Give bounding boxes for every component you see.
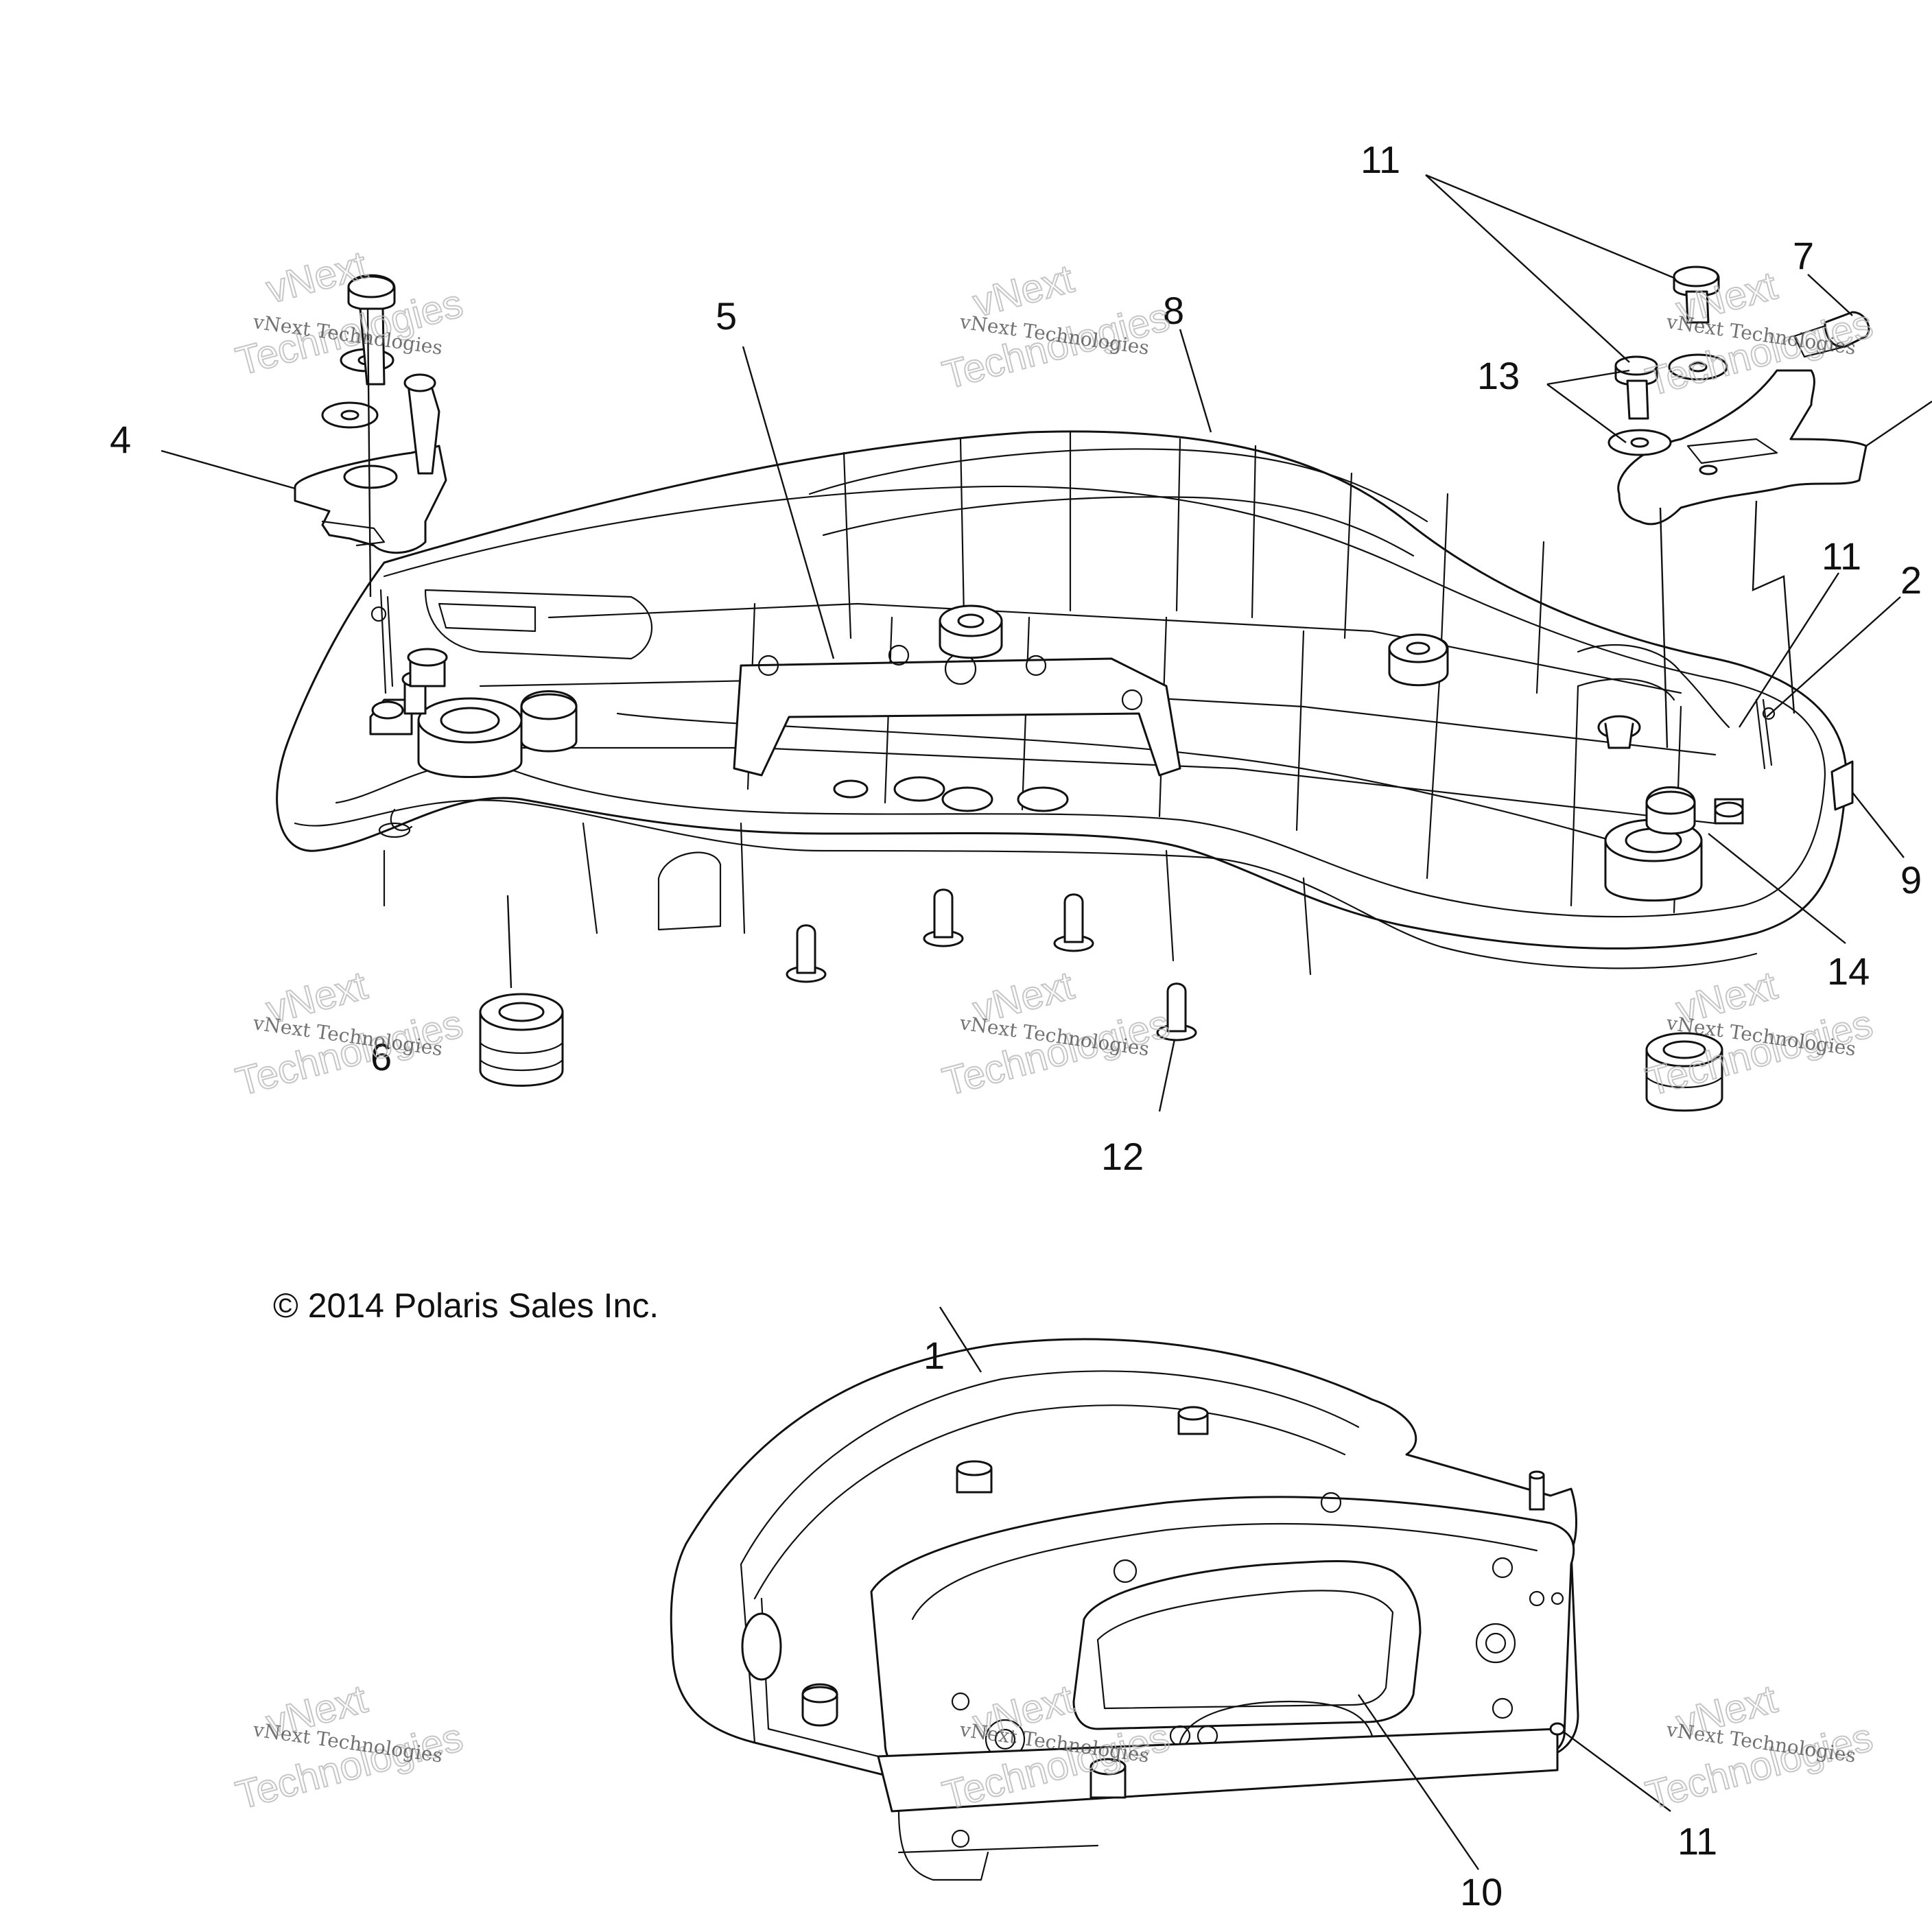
callout-11-bottom: 11 [1677,1819,1717,1863]
right-bracket-assembly [1607,266,1870,749]
push-pins [786,888,1197,1041]
callout-labels: 1 2 4 5 6 7 8 9 10 11 11 11 12 13 14 © 2… [110,138,1922,1913]
callout-11-right: 11 [1822,534,1861,578]
callout-2: 2 [1900,558,1922,602]
callout-9: 9 [1900,858,1922,902]
left-bracket-assembly [294,274,447,598]
watermark-top-mid: vNext Technologies [937,256,1175,399]
instrument-cluster [670,1338,1579,1881]
callout-5: 5 [716,294,737,338]
callout-1: 1 [923,1334,945,1377]
leader-lines [161,174,1932,1870]
grommets [479,895,1723,1112]
callout-14: 14 [1827,950,1870,993]
callout-6: 6 [370,1035,392,1079]
callout-4: 4 [110,418,131,461]
callout-13: 13 [1477,354,1520,397]
callout-11-top: 11 [1360,138,1400,181]
callout-10: 10 [1460,1870,1503,1913]
callout-8: 8 [1163,289,1184,332]
watermarks: vNext Technologies vNext Technologies vN… [231,242,1878,1819]
callout-12: 12 [1101,1135,1144,1178]
mounting-tray [276,430,1854,976]
copyright-notice: © 2014 Polaris Sales Inc. [273,1286,659,1325]
callout-7: 7 [1793,234,1814,277]
